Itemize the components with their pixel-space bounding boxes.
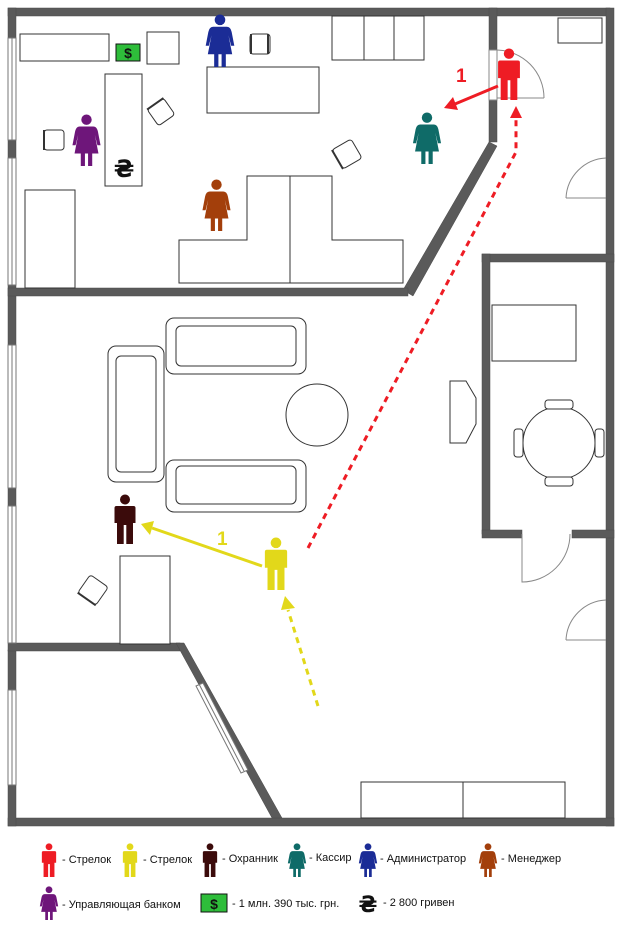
office-chair: [43, 129, 65, 151]
money-stack-icon: $: [115, 43, 141, 62]
svg-text:- Охранник: - Охранник: [222, 853, 278, 865]
legend-item-cashier: - Кассир: [287, 843, 352, 877]
windows: [7, 37, 249, 786]
legend-item-bank-head: - Управляющая банком: [39, 886, 181, 920]
hryvnia-icon: ₴: [359, 893, 378, 918]
person-female-icon: [478, 843, 498, 877]
walls: [7, 7, 615, 827]
svg-text:$: $: [210, 896, 218, 912]
office-chair: [77, 575, 108, 607]
hryvnia-icon: ₴: [114, 155, 135, 183]
office-chair: [331, 139, 362, 170]
person-female-icon: [358, 843, 378, 877]
legend-item-money: $ - 1 млн. 390 тыс. грн.: [200, 893, 339, 913]
shooter-red-path: [306, 84, 522, 549]
svg-text:- Кассир: - Кассир: [309, 852, 352, 864]
shooter-red-figure: [498, 48, 520, 100]
svg-text:- Администратор: - Администратор: [380, 853, 466, 865]
furniture: [19, 15, 605, 819]
legend-item-guard: - Охранник: [202, 843, 278, 877]
legend-item-manager: - Менеджер: [478, 843, 561, 877]
svg-text:- Управляющая банком: - Управляющая банком: [62, 899, 181, 911]
person-icon: [202, 843, 218, 877]
money-stack-icon: $: [200, 893, 228, 913]
svg-text:- 1 млн. 390 тыс. грн.: - 1 млн. 390 тыс. грн.: [232, 898, 339, 910]
yellow-path-label: 1: [217, 529, 228, 550]
manager-figure: [202, 179, 231, 231]
legend: - Стрелок - Стрелок - Охранник - Кассир …: [39, 843, 561, 920]
shooter-yellow-figure: [264, 537, 288, 590]
svg-text:- Менеджер: - Менеджер: [501, 853, 561, 865]
svg-text:- Стрелок: - Стрелок: [143, 854, 192, 866]
guard-figure: [114, 494, 136, 544]
svg-text:- 2 800 гривен: - 2 800 гривен: [383, 897, 455, 909]
legend-item-administrator: - Администратор: [358, 843, 466, 877]
person-icon: [41, 843, 57, 877]
bank-head-figure: [72, 114, 101, 166]
person-female-icon: [39, 886, 59, 920]
cashier-figure: [412, 112, 442, 164]
legend-item-shooter-yellow: - Стрелок: [122, 843, 192, 877]
office-chair: [146, 97, 175, 126]
legend-item-hryvnia: ₴ - 2 800 гривен: [359, 893, 455, 918]
office-chair: [249, 33, 271, 55]
svg-text:- Стрелок: - Стрелок: [62, 854, 111, 866]
svg-text:$: $: [124, 45, 132, 61]
red-path-label: 1: [456, 66, 467, 87]
person-female-icon: [287, 843, 307, 877]
administrator-figure: [205, 14, 235, 67]
shooter-yellow-path: [141, 521, 320, 707]
legend-item-shooter-red: - Стрелок: [41, 843, 111, 877]
person-icon: [122, 843, 138, 877]
